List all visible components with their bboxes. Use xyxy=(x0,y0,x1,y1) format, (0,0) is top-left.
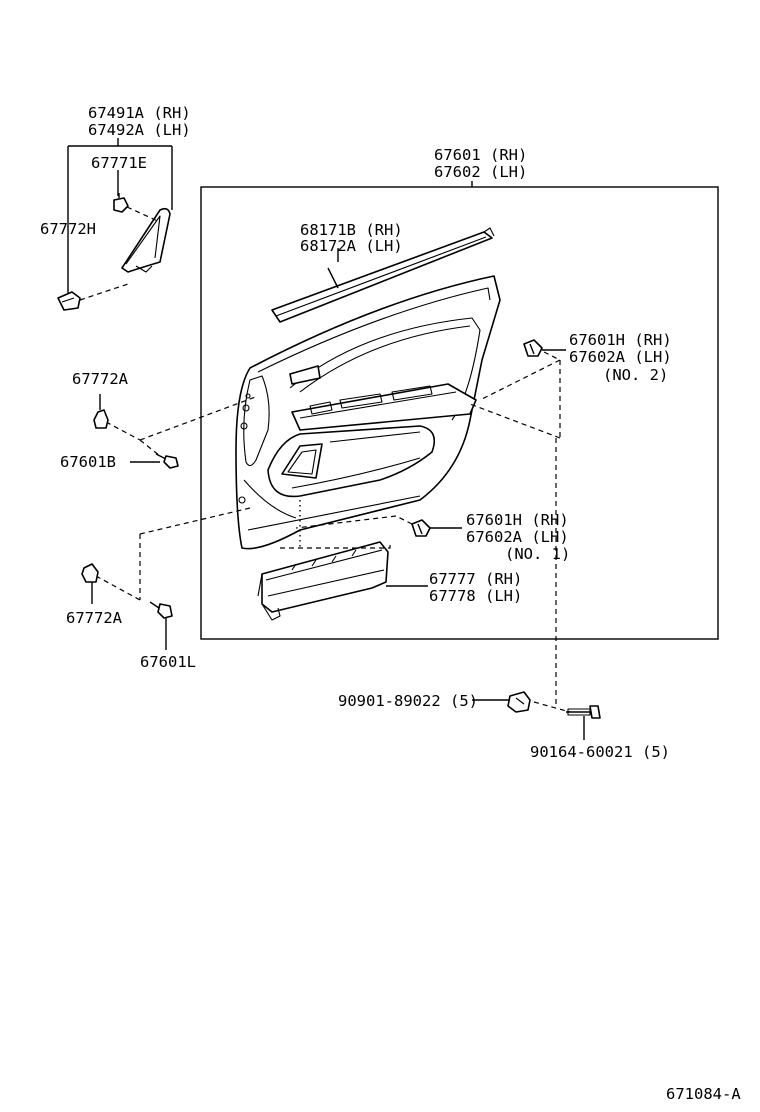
screw-67601b-icon xyxy=(155,453,179,469)
label-67778: 67778 (LH) xyxy=(429,587,522,605)
label-67772a-upper: 67772A xyxy=(72,370,129,388)
label-67777: 67777 (RH) xyxy=(429,570,522,588)
diagram-code: 671084-A xyxy=(666,1085,741,1103)
label-67602a-no2: 67602A (LH) xyxy=(569,348,672,366)
clip-67772a-lower-icon xyxy=(81,563,99,583)
assembly-frame xyxy=(200,186,719,640)
door-pocket-part xyxy=(257,541,389,621)
nut-90901-icon xyxy=(507,691,531,713)
clip-dashed-leaders xyxy=(95,347,571,713)
label-67771e: 67771E xyxy=(91,154,147,172)
label-no1: (NO. 1) xyxy=(505,545,570,563)
label-68172a: 68172A (LH) xyxy=(300,237,403,255)
label-67491a: 67491A (RH) xyxy=(88,104,191,122)
label-67772h: 67772H xyxy=(40,220,96,238)
label-90164: 90164-60021 (5) xyxy=(530,743,670,761)
screw-90164-icon xyxy=(566,705,601,719)
garnish-clip-dash xyxy=(126,206,161,223)
label-90901: 90901-89022 (5) xyxy=(338,692,478,710)
garnish-bracket xyxy=(67,138,173,298)
label-67492a: 67492A (LH) xyxy=(88,121,191,139)
label-67601h-no2: 67601H (RH) xyxy=(569,331,672,349)
clip-no1-icon xyxy=(411,519,431,537)
clip-67772a-upper-icon xyxy=(93,409,109,429)
label-67601b: 67601B xyxy=(60,453,116,471)
garnish-lower-dash xyxy=(79,283,129,301)
clip-67771e-icon xyxy=(113,193,129,213)
clip-no2-icon xyxy=(523,339,543,357)
label-67602a-no1: 67602A (LH) xyxy=(466,528,569,546)
label-67602: 67602 (LH) xyxy=(434,163,527,181)
pocket-dash xyxy=(280,542,391,549)
label-68171b: 68171B (RH) xyxy=(300,221,403,239)
label-no2: (NO. 2) xyxy=(603,366,668,384)
screw-67601l-icon xyxy=(149,601,173,619)
door-frame-garnish-part xyxy=(121,207,171,273)
label-67601h-no1: 67601H (RH) xyxy=(466,511,569,529)
label-67601l: 67601L xyxy=(140,653,196,671)
clip-67772h-icon xyxy=(57,291,81,311)
door-trim-panel-part xyxy=(235,275,501,550)
inner-weatherstrip-part xyxy=(271,227,495,323)
label-67601: 67601 (RH) xyxy=(434,146,527,164)
label-67772a-lower: 67772A xyxy=(66,609,123,627)
